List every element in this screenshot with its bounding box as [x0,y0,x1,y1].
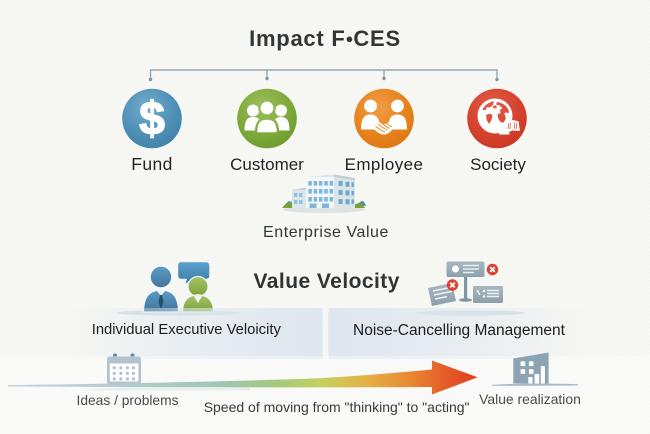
svg-text:$: $ [139,92,165,144]
